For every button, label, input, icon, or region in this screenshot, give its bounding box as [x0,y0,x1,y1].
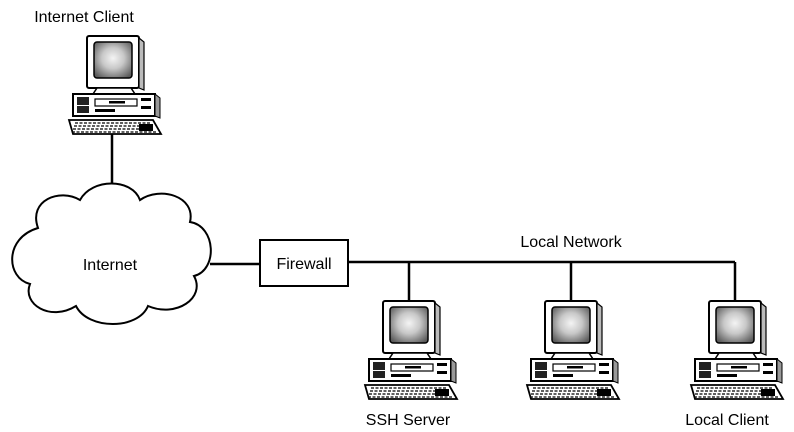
ssh-server-label: SSH Server [366,412,451,429]
internet-cloud-icon [11,182,212,325]
ssh-server-computer-icon [364,300,458,400]
firewall-label: Firewall [276,256,331,273]
local-client-computer-icon [690,300,784,400]
local-client-label: Local Client [685,412,769,429]
internet-label: Internet [83,257,138,274]
firewall-box [259,239,349,287]
connections [110,134,737,301]
internet-client-computer-icon [68,35,162,135]
middle-computer-icon [526,300,620,400]
internet-client-label: Internet Client [34,9,134,26]
local-network-label: Local Network [520,234,622,251]
